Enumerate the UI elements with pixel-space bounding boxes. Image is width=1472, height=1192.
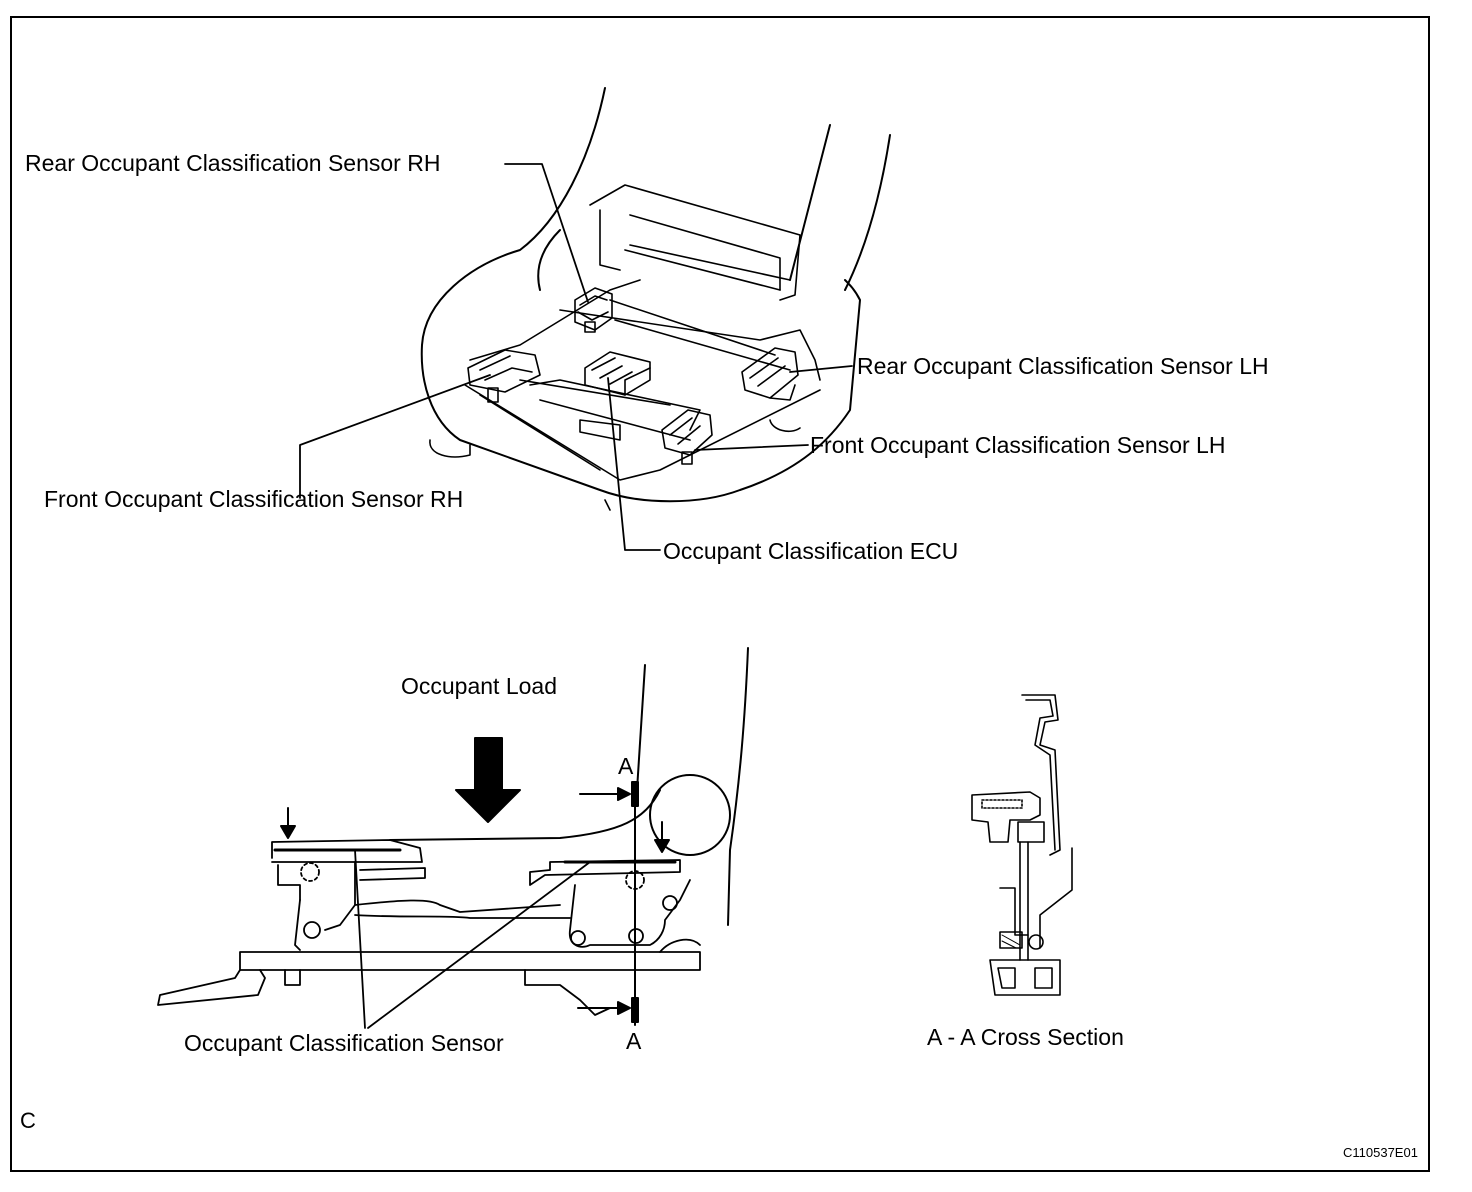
corner-letter: C (20, 1108, 36, 1133)
seat-rail-assembly (157, 839, 701, 1016)
figure-code: C110537E01 (1343, 1145, 1418, 1160)
label-occupant-classification-sensor: Occupant Classification Sensor (184, 1030, 504, 1056)
section-line-a-a (577, 781, 639, 1026)
label-section-a-bottom: A (626, 1028, 642, 1054)
cross-section-drawing (971, 694, 1073, 996)
sensor-load-arrows (280, 807, 670, 853)
leader-lines-top (299, 163, 853, 551)
rear-lh-sensor (741, 347, 799, 401)
label-section-a-top: A (618, 753, 634, 779)
label-front-lh-sensor: Front Occupant Classification Sensor LH (810, 432, 1226, 458)
diagram-frame (10, 16, 1430, 1172)
seat-cushion-outline (420, 87, 891, 503)
label-cross-section: A - A Cross Section (927, 1024, 1124, 1050)
label-ecu: Occupant Classification ECU (663, 538, 959, 564)
leader-lines-bottom (354, 849, 591, 1029)
rear-rh-sensor (574, 287, 613, 333)
ecu-block (584, 351, 651, 396)
label-rear-rh-sensor: Rear Occupant Classification Sensor RH (25, 150, 441, 176)
label-rear-lh-sensor: Rear Occupant Classification Sensor LH (857, 353, 1269, 379)
seat-side-outline (389, 647, 749, 926)
label-front-rh-sensor: Front Occupant Classification Sensor RH (44, 486, 464, 512)
occupant-load-arrow (455, 737, 521, 823)
label-occupant-load: Occupant Load (401, 673, 558, 699)
front-lh-sensor (661, 409, 713, 465)
seat-frame (429, 184, 821, 511)
front-rh-sensor (467, 349, 541, 403)
